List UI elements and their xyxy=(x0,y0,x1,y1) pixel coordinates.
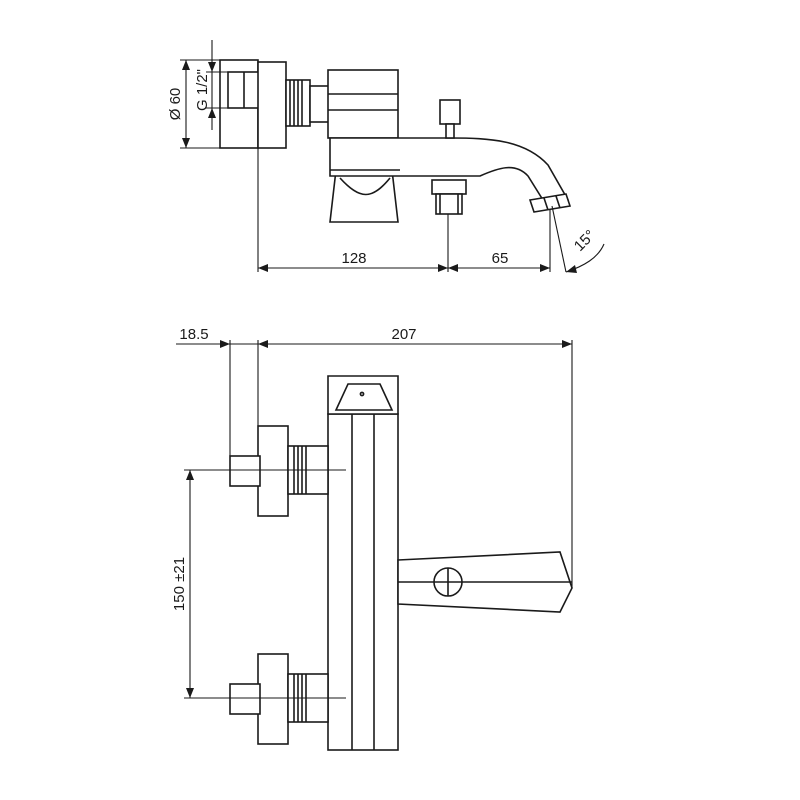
shower-outlet xyxy=(431,179,467,195)
side-view: Ø 60 G 1/2" 128 65 15° xyxy=(167,40,605,273)
diverter-knob xyxy=(439,99,461,125)
thread-label: G 1/2" xyxy=(194,69,211,111)
length-main-label: 128 xyxy=(341,250,366,267)
mixer-body xyxy=(327,69,399,139)
offset-label: 18.5 xyxy=(179,326,208,343)
upper-rosette xyxy=(257,425,289,517)
diameter-label: Ø 60 xyxy=(167,88,184,121)
length-spout-label: 65 xyxy=(492,250,509,267)
centers-label: 150 ±21 xyxy=(171,557,188,611)
lower-rosette xyxy=(257,653,289,745)
front-view: 18.5 207 150 ±21 xyxy=(171,326,573,751)
eccentric-nut xyxy=(257,61,287,149)
angle-label: 15° xyxy=(571,227,599,255)
front-mixer-body xyxy=(327,413,399,751)
mixer-handle xyxy=(329,169,399,223)
total-width-label: 207 xyxy=(391,326,416,343)
